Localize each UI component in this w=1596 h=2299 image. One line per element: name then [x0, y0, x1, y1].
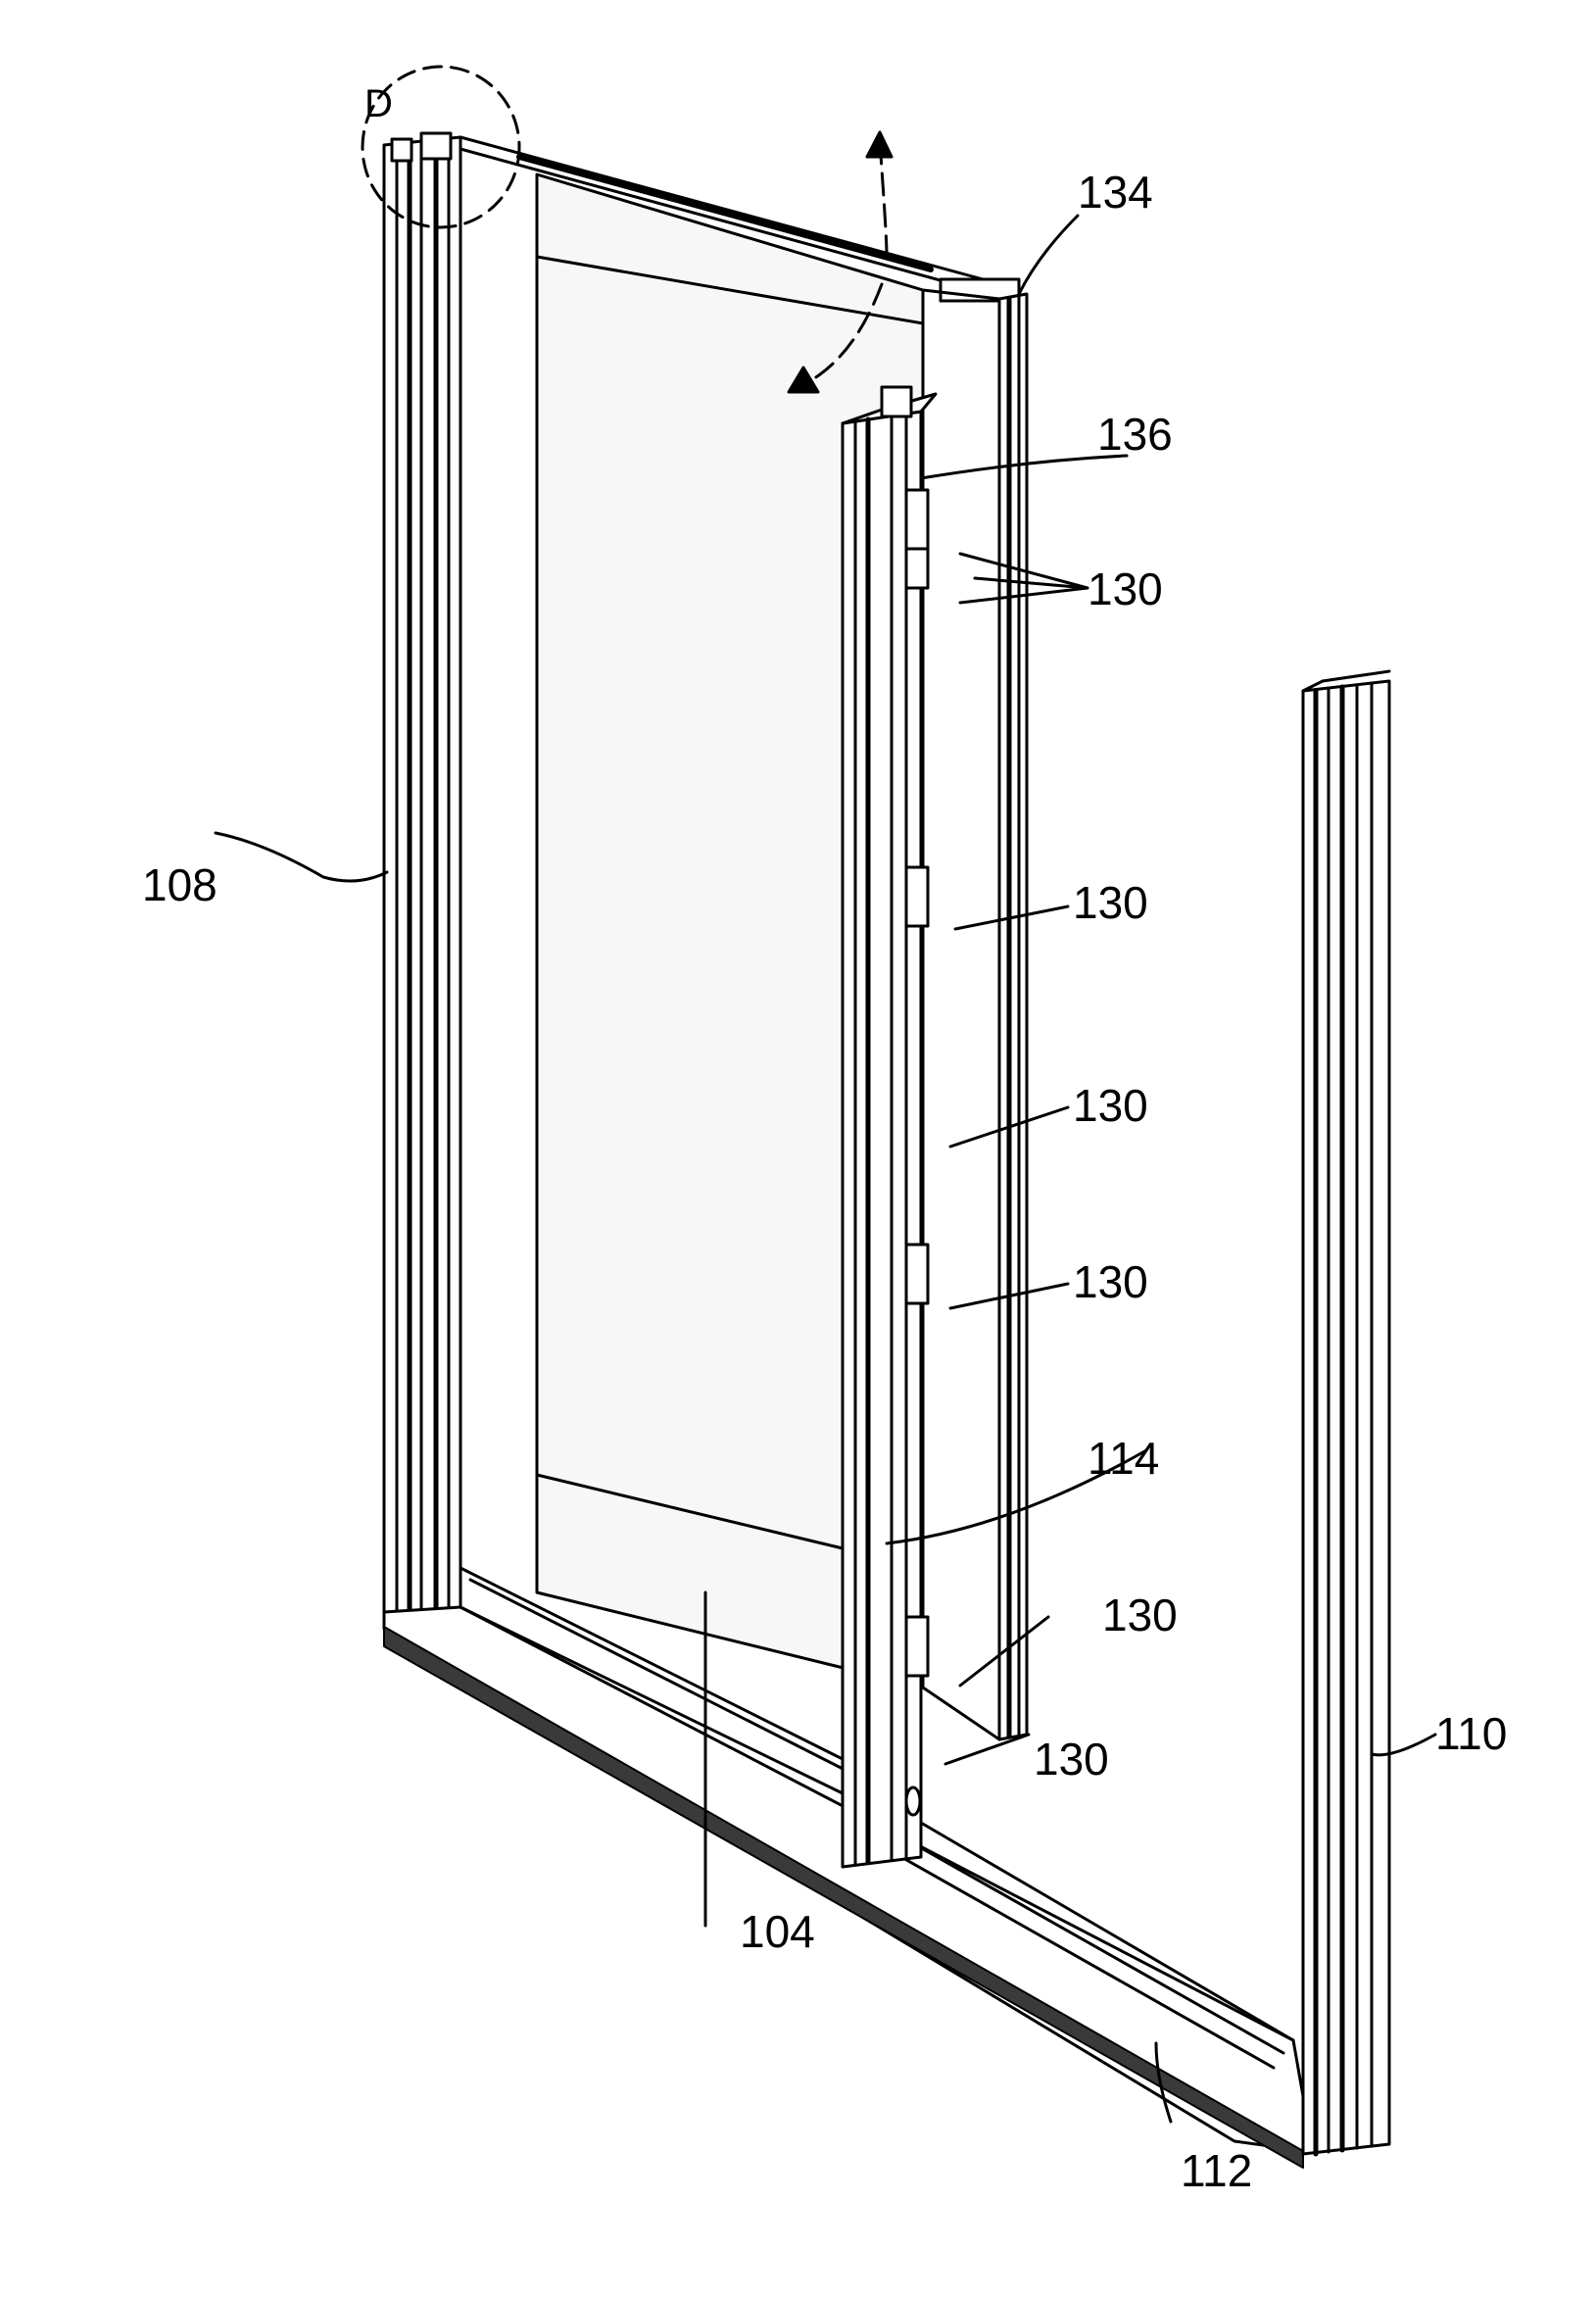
- ref-label-136: 136: [1097, 412, 1173, 457]
- ref-label-104: 104: [740, 1909, 815, 1954]
- right-jamb-110: [1303, 671, 1389, 2154]
- left-jamb-108: [384, 133, 460, 1625]
- ref-label-134: 134: [1078, 170, 1153, 215]
- ref-label-130-d: 130: [1073, 1259, 1148, 1304]
- ref-label-110: 110: [1435, 1711, 1507, 1756]
- ref-label-108: 108: [142, 862, 218, 907]
- ref-label-130-c: 130: [1073, 1083, 1148, 1128]
- ref-label-114: 114: [1088, 1436, 1159, 1481]
- door-frame-134: [923, 290, 1027, 1739]
- ref-label-112: 112: [1181, 2148, 1252, 2193]
- ref-label-130-b: 130: [1073, 880, 1148, 925]
- ref-label-130-f: 130: [1034, 1736, 1109, 1782]
- ref-label-130-a: 130: [1088, 566, 1163, 611]
- detail-marker-d: D: [364, 84, 393, 123]
- ref-label-130-e: 130: [1102, 1592, 1178, 1638]
